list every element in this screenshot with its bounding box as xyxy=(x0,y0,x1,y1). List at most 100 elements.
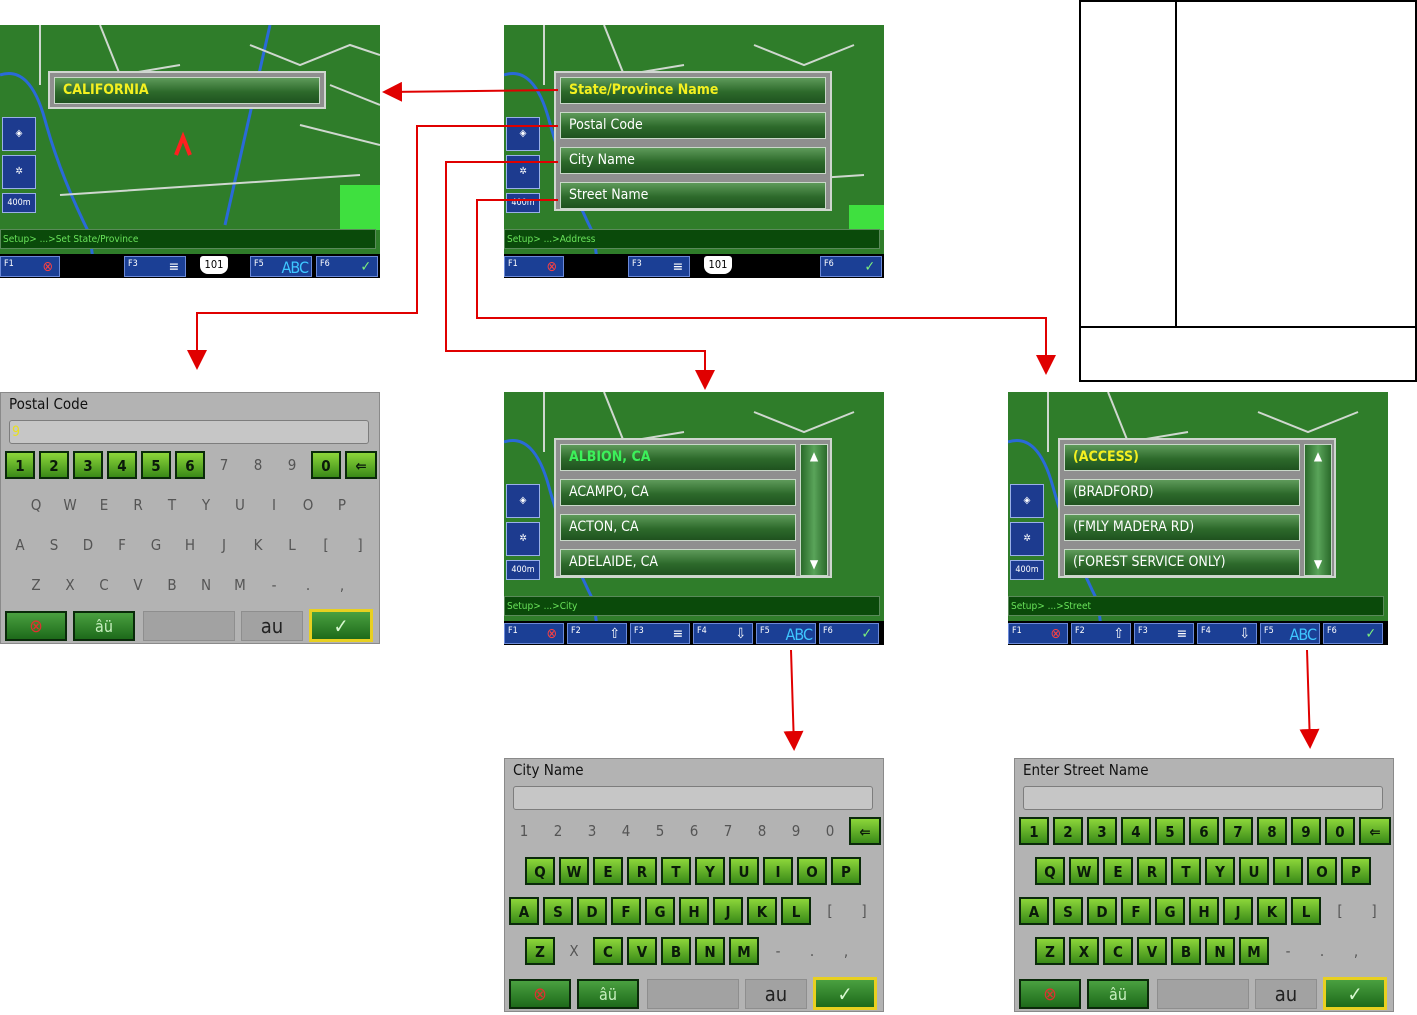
city-item[interactable]: ACTON, CA xyxy=(560,514,796,541)
key-M[interactable]: M xyxy=(729,937,759,965)
key-D[interactable]: D xyxy=(577,897,607,925)
mode-button[interactable]: au xyxy=(1255,979,1317,1009)
gps-icon[interactable]: ◈ xyxy=(506,484,540,518)
key-0[interactable]: 0 xyxy=(1325,817,1355,845)
key-Q[interactable]: Q xyxy=(21,491,51,519)
map-scale[interactable]: 400m xyxy=(1010,560,1044,580)
key-O[interactable]: O xyxy=(1307,857,1337,885)
key-H[interactable]: H xyxy=(1189,897,1219,925)
key-5[interactable]: 5 xyxy=(1155,817,1185,845)
key-,[interactable]: , xyxy=(1341,937,1371,965)
key-R[interactable]: R xyxy=(123,491,153,519)
key-5[interactable]: 5 xyxy=(141,451,171,479)
ok-button[interactable]: ✓ xyxy=(1323,977,1387,1010)
f1-key[interactable]: F1⊗ xyxy=(504,256,564,277)
key-N[interactable]: N xyxy=(191,571,221,599)
key-[[interactable]: [ xyxy=(311,531,341,559)
key-H[interactable]: H xyxy=(175,531,205,559)
key-S[interactable]: S xyxy=(39,531,69,559)
key-J[interactable]: J xyxy=(713,897,743,925)
compass-icon[interactable]: ✲ xyxy=(1010,522,1044,556)
key-J[interactable]: J xyxy=(1223,897,1253,925)
menu-item-state[interactable]: State/Province Name xyxy=(560,77,826,104)
scroll-down-icon[interactable]: ▼ xyxy=(809,557,819,571)
backspace-key[interactable]: ⇐ xyxy=(849,817,881,845)
key-B[interactable]: B xyxy=(661,937,691,965)
key-6[interactable]: 6 xyxy=(679,817,709,845)
ok-button[interactable]: ✓ xyxy=(309,609,373,642)
f3-key[interactable]: F3≡ xyxy=(630,623,690,644)
key-5[interactable]: 5 xyxy=(645,817,675,845)
key-X[interactable]: X xyxy=(55,571,85,599)
f3-key[interactable]: F3≡ xyxy=(628,256,690,277)
key-T[interactable]: T xyxy=(1171,857,1201,885)
space-button[interactable] xyxy=(647,979,739,1009)
key-0[interactable]: 0 xyxy=(815,817,845,845)
gps-icon[interactable]: ◈ xyxy=(1010,484,1044,518)
key-L[interactable]: L xyxy=(277,531,307,559)
key-A[interactable]: A xyxy=(5,531,35,559)
key-B[interactable]: B xyxy=(157,571,187,599)
key-F[interactable]: F xyxy=(107,531,137,559)
key-Q[interactable]: Q xyxy=(525,857,555,885)
f3-key[interactable]: F3≡ xyxy=(1134,623,1194,644)
key-U[interactable]: U xyxy=(225,491,255,519)
key-Z[interactable]: Z xyxy=(1035,937,1065,965)
key-,[interactable]: , xyxy=(327,571,357,599)
key-T[interactable]: T xyxy=(661,857,691,885)
gps-icon[interactable]: ◈ xyxy=(506,117,540,151)
key-H[interactable]: H xyxy=(679,897,709,925)
cancel-button[interactable]: ⊗ xyxy=(5,611,67,641)
space-button[interactable] xyxy=(1157,979,1249,1009)
key-A[interactable]: A xyxy=(1019,897,1049,925)
key-E[interactable]: E xyxy=(593,857,623,885)
street-item[interactable]: (ACCESS) xyxy=(1064,444,1300,471)
key-1[interactable]: 1 xyxy=(509,817,539,845)
key-J[interactable]: J xyxy=(209,531,239,559)
key-9[interactable]: 9 xyxy=(781,817,811,845)
street-item[interactable]: (BRADFORD) xyxy=(1064,479,1300,506)
key-[[interactable]: [ xyxy=(815,897,845,925)
key-U[interactable]: U xyxy=(729,857,759,885)
f4-key[interactable]: F4⇩ xyxy=(1197,623,1257,644)
compass-icon[interactable]: ✲ xyxy=(506,522,540,556)
backspace-key[interactable]: ⇐ xyxy=(345,451,377,479)
key-G[interactable]: G xyxy=(645,897,675,925)
key-7[interactable]: 7 xyxy=(1223,817,1253,845)
f1-key[interactable]: F1⊗ xyxy=(1008,623,1068,644)
city-item[interactable]: ADELAIDE, CA xyxy=(560,549,796,576)
city-name-input[interactable] xyxy=(513,786,873,810)
key-2[interactable]: 2 xyxy=(543,817,573,845)
key-Z[interactable]: Z xyxy=(21,571,51,599)
key-1[interactable]: 1 xyxy=(5,451,35,479)
key-R[interactable]: R xyxy=(627,857,657,885)
key-V[interactable]: V xyxy=(123,571,153,599)
key-0[interactable]: 0 xyxy=(311,451,341,479)
key-3[interactable]: 3 xyxy=(73,451,103,479)
alt-chars-button[interactable]: âü xyxy=(73,611,135,641)
key-3[interactable]: 3 xyxy=(1087,817,1117,845)
f1-key[interactable]: F1⊗ xyxy=(0,256,60,277)
key-4[interactable]: 4 xyxy=(1121,817,1151,845)
key-W[interactable]: W xyxy=(55,491,85,519)
menu-item-city[interactable]: City Name xyxy=(560,147,826,174)
key-L[interactable]: L xyxy=(1291,897,1321,925)
key-T[interactable]: T xyxy=(157,491,187,519)
key-C[interactable]: C xyxy=(1103,937,1133,965)
ok-button[interactable]: ✓ xyxy=(813,977,877,1010)
map-scale[interactable]: 400m xyxy=(506,560,540,580)
key--[interactable]: - xyxy=(1273,937,1303,965)
key-M[interactable]: M xyxy=(225,571,255,599)
f1-key[interactable]: F1⊗ xyxy=(504,623,564,644)
key-7[interactable]: 7 xyxy=(713,817,743,845)
key-A[interactable]: A xyxy=(509,897,539,925)
key-9[interactable]: 9 xyxy=(277,451,307,479)
alt-chars-button[interactable]: âü xyxy=(577,979,639,1009)
city-item[interactable]: ACAMPO, CA xyxy=(560,479,796,506)
f6-key[interactable]: F6✓ xyxy=(819,623,879,644)
key-,[interactable]: , xyxy=(831,937,861,965)
key-V[interactable]: V xyxy=(627,937,657,965)
key-E[interactable]: E xyxy=(89,491,119,519)
scrollbar[interactable]: ▲ ▼ xyxy=(800,444,828,576)
